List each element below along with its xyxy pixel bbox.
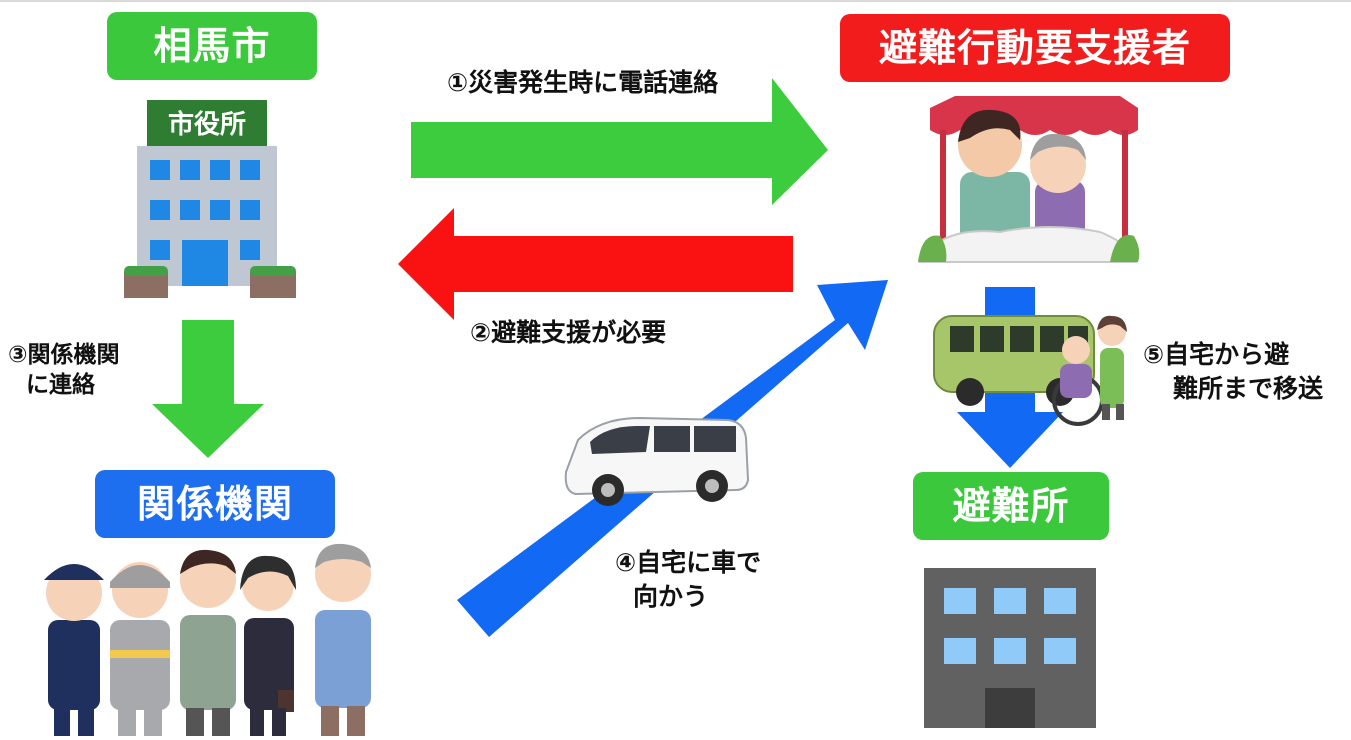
step4-caption: ④自宅に車で 向かう xyxy=(615,546,761,614)
welfare-bus-wheelchair-icon xyxy=(933,315,1127,426)
step5-line1: ⑤自宅から避 xyxy=(1143,340,1290,369)
step3-line1: ③関係機関 xyxy=(8,342,120,368)
node-shelter: 避難所 xyxy=(913,472,1109,540)
caregiver-with-elderly-icon xyxy=(918,96,1140,263)
step3-caption: ③関係機関 に連絡 xyxy=(8,340,119,400)
white-minivan-icon xyxy=(564,416,750,506)
step4-line2: 向かう xyxy=(633,582,709,611)
shelter-building-icon xyxy=(924,568,1096,728)
responder-group-icon xyxy=(44,543,371,736)
step5-caption: ⑤自宅から避 難所まで移送 xyxy=(1143,338,1323,406)
step4-line1: ④自宅に車で xyxy=(615,548,762,577)
arrow-step2-red xyxy=(398,208,793,320)
node-soma-city: 相馬市 xyxy=(107,12,317,80)
step1-caption: ①災害発生時に電話連絡 xyxy=(447,68,719,97)
node-support-needed-person: 避難行動要支援者 xyxy=(840,14,1230,82)
arrow-step3-green-down xyxy=(152,320,264,458)
node-related-agencies: 関係機関 xyxy=(95,470,335,538)
city-hall-sign: 市役所 xyxy=(168,109,246,140)
arrow-step1-green xyxy=(411,78,828,205)
step3-line2: に連絡 xyxy=(26,372,95,398)
city-hall-building-icon xyxy=(124,100,296,298)
top-divider xyxy=(0,0,1351,2)
step5-line2: 難所まで移送 xyxy=(1173,374,1324,403)
step2-caption: ②避難支援が必要 xyxy=(470,318,667,347)
